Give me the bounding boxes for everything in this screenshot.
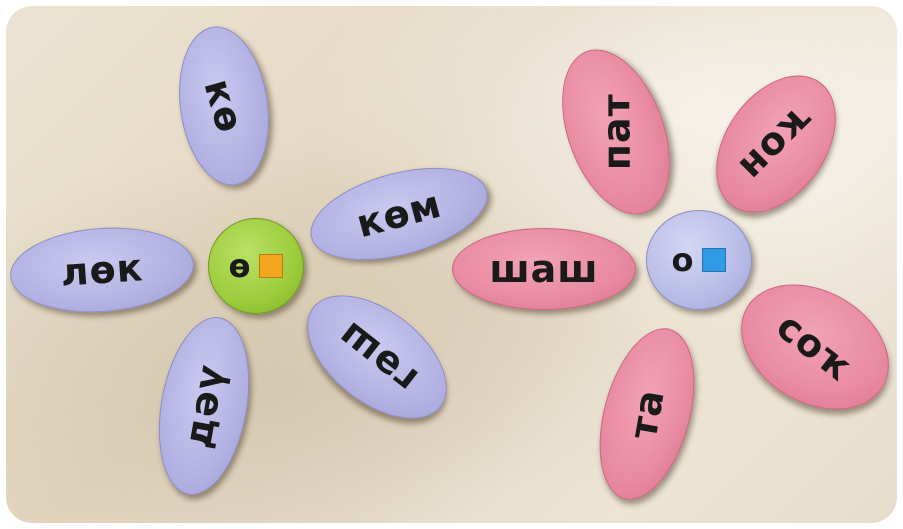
petal-pat[interactable]: пат	[541, 34, 691, 230]
petal-label: соҡ	[768, 304, 862, 390]
petal-label: дәү	[175, 360, 233, 452]
petal-label: шаш	[489, 247, 599, 291]
petal-ko[interactable]: кө	[169, 20, 279, 192]
petal-gesh[interactable]: гәш	[284, 270, 470, 444]
picture-frame: кө көм гәш дәү лөк ө пат ҡон соҡ та шаш …	[6, 6, 897, 523]
petal-label: та	[621, 385, 673, 443]
petal-label: гәш	[328, 312, 426, 402]
flower-center-o[interactable]: о	[646, 210, 752, 310]
petal-shash[interactable]: шаш	[452, 228, 636, 310]
petal-label: лөк	[59, 245, 145, 295]
flower-center-o-bar[interactable]: ө	[208, 218, 304, 314]
petal-sok[interactable]: соҡ	[718, 259, 897, 435]
center-letter: о	[671, 241, 694, 279]
blue-square-icon	[702, 248, 727, 272]
petal-label: пат	[593, 93, 638, 171]
center-letter: ө	[228, 247, 251, 285]
petal-lok[interactable]: лөк	[7, 221, 197, 319]
petal-ta[interactable]: та	[582, 317, 712, 511]
petal-label: көм	[351, 181, 447, 247]
petal-kon[interactable]: ҡон	[691, 53, 861, 235]
orange-square-icon	[259, 254, 284, 278]
petal-label: кө	[195, 74, 253, 138]
petal-label: ҡон	[729, 97, 823, 191]
petal-deu[interactable]: дәү	[146, 309, 262, 503]
